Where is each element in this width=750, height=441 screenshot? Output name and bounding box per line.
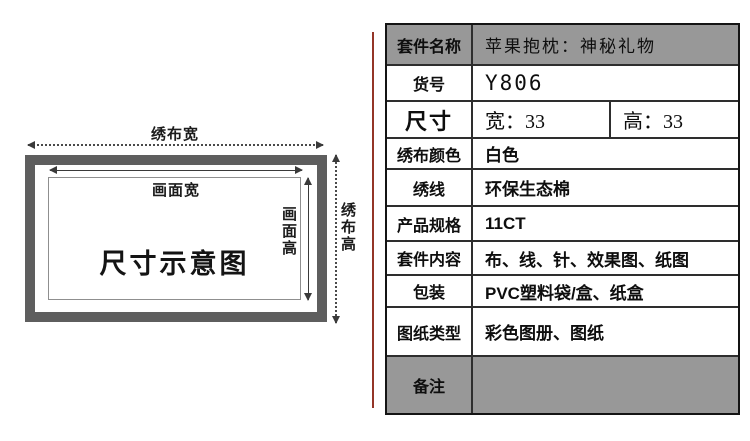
cloth-width-dimension-line [27,141,324,149]
picture-width-label: 画面宽 [143,179,209,200]
picture-area-rect [48,177,301,300]
table-row-thread: 绣线 环保生态棉 [387,170,738,207]
row-value: 布、线、针、效果图、纸图 [485,250,689,270]
table-row-kit-contents: 套件内容 布、线、针、效果图、纸图 [387,242,738,276]
row-value: 11CT [485,213,526,233]
picture-width-dimension-line [49,166,303,174]
picture-height-label: 画面高 [278,206,299,257]
picture-height-dimension-line [304,177,312,301]
spec-table: 套件名称 苹果抱枕：神秘礼物 货号 Y806 尺寸 宽：33 高：33 绣布颜色… [385,23,740,415]
table-row-kit-name: 套件名称 苹果抱枕：神秘礼物 [387,25,738,66]
row-value: 彩色图册、图纸 [485,324,604,343]
table-row-product-spec: 产品规格 11CT [387,207,738,242]
row-label: 套件内容 [387,242,473,274]
size-height-value: 高：33 [623,111,683,133]
row-label: 绣线 [387,170,473,205]
row-label: 套件名称 [387,25,473,64]
row-label: 备注 [387,357,473,413]
row-value: Y806 [485,71,544,95]
row-value [473,357,738,413]
row-label: 货号 [387,66,473,100]
row-value: 苹果抱枕：神秘礼物 [485,37,656,56]
cloth-width-label: 绣布宽 [150,126,199,143]
row-value: 白色 [485,146,519,165]
table-row-chart-type: 图纸类型 彩色图册、图纸 [387,308,738,357]
row-label: 尺寸 [387,102,473,137]
table-row-remarks: 备注 [387,357,738,413]
divider-line [372,32,374,408]
row-label: 产品规格 [387,207,473,240]
diagram-title: 尺寸示意图 [99,249,250,279]
row-value: PVC塑料袋/盒、纸盒 [485,283,644,303]
row-label: 包装 [387,276,473,306]
row-label: 图纸类型 [387,308,473,355]
cloth-height-dimension-line [332,154,340,324]
table-row-cloth-color: 绣布颜色 白色 [387,139,738,170]
row-label: 绣布颜色 [387,139,473,168]
size-width-value: 宽：33 [473,102,611,137]
row-value: 环保生态棉 [485,180,570,199]
cloth-height-label: 绣布高 [339,202,356,253]
table-row-packaging: 包装 PVC塑料袋/盒、纸盒 [387,276,738,308]
table-row-item-number: 货号 Y806 [387,66,738,102]
table-row-size: 尺寸 宽：33 高：33 [387,102,738,139]
